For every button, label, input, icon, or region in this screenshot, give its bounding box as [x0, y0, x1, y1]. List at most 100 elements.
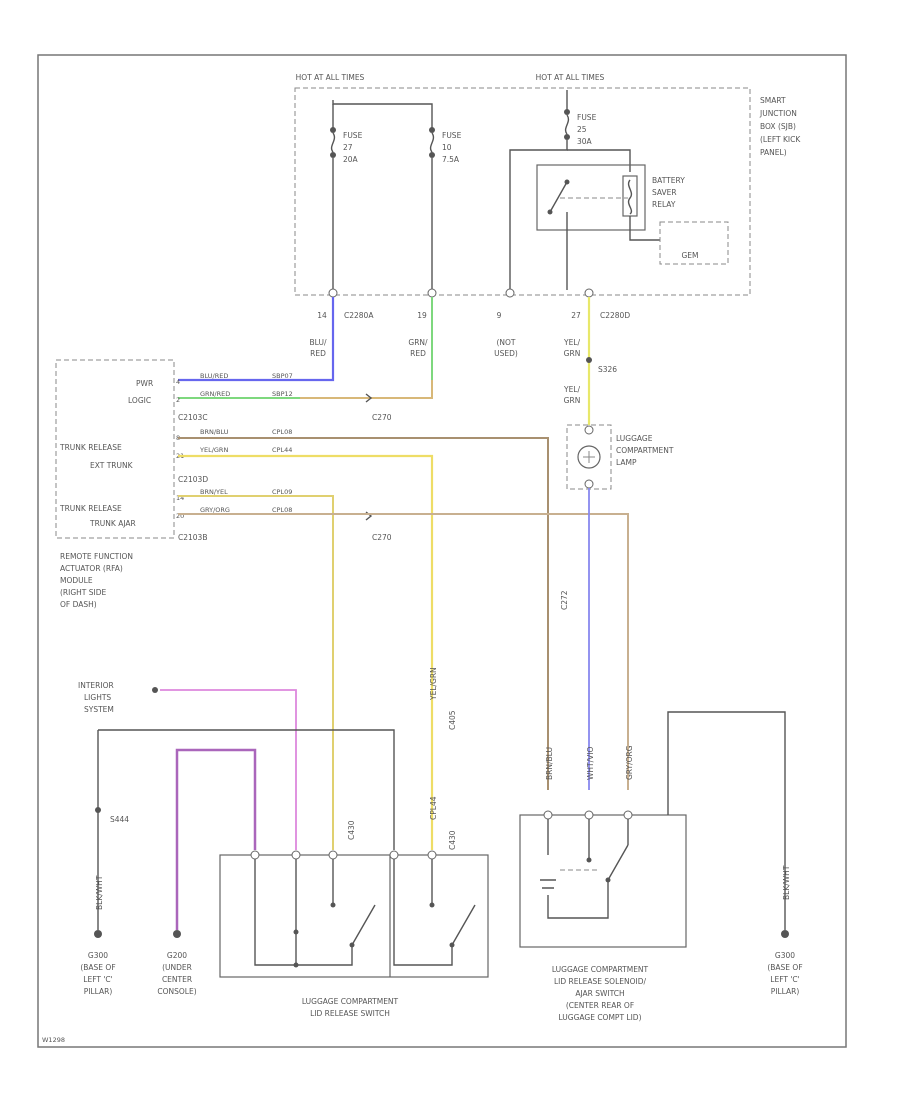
- rfa-module-outline: [55, 359, 175, 539]
- svg-text:14: 14: [176, 494, 184, 502]
- ground-g300-right: G300 (BASE OF LEFT 'C' PILLAR): [767, 930, 803, 996]
- svg-text:SBP07: SBP07: [272, 372, 293, 380]
- splice-s326-dot: [586, 357, 592, 363]
- svg-text:USED): USED): [494, 349, 518, 358]
- svg-text:(NOT: (NOT: [496, 338, 515, 347]
- rfa-pin-rows: 4 BLU/RED SBP07 2 GRN/RED SBP12 8 BRN/BL…: [176, 372, 293, 520]
- svg-text:30A: 30A: [577, 137, 593, 146]
- svg-text:C2103B: C2103B: [178, 533, 207, 542]
- wire-grn-red: [178, 297, 433, 399]
- svg-text:LUGGAGE COMPARTMENT: LUGGAGE COMPARTMENT: [552, 965, 649, 974]
- ground-wire-label-left: BLK/WHT: [95, 875, 104, 910]
- gem-module: GEM: [659, 221, 729, 265]
- svg-text:G300: G300: [88, 951, 108, 960]
- vertical-wire-label-3: BRN/BLU: [545, 747, 554, 780]
- connector-c270-b: C270: [372, 533, 392, 542]
- svg-text:(RIGHT SIDE: (RIGHT SIDE: [60, 588, 107, 597]
- svg-text:AJAR SWITCH: AJAR SWITCH: [575, 989, 624, 998]
- hot-at-all-times-left: HOT AT ALL TIMES: [296, 73, 365, 82]
- svg-text:10: 10: [442, 143, 452, 152]
- svg-text:LID RELEASE SOLENOID/: LID RELEASE SOLENOID/: [554, 977, 647, 986]
- svg-text:COMPARTMENT: COMPARTMENT: [616, 446, 674, 455]
- svg-text:LID RELEASE SWITCH: LID RELEASE SWITCH: [310, 1009, 390, 1018]
- svg-text:CPL44: CPL44: [272, 446, 292, 454]
- vertical-wire-label-1: YEL/GRN: [429, 667, 438, 701]
- svg-text:PILLAR): PILLAR): [771, 987, 800, 996]
- wire-to-g200: [175, 748, 257, 930]
- connector-c405: C405: [448, 710, 457, 730]
- smart-junction-box-outline: [294, 87, 751, 296]
- svg-text:YEL/: YEL/: [563, 338, 580, 347]
- wire-grn-red-tan-seg: [300, 380, 433, 399]
- svg-text:TRUNK RELEASE: TRUNK RELEASE: [59, 504, 122, 513]
- wire-brn-yel: [178, 495, 334, 850]
- wire-brn-blu: [178, 437, 549, 790]
- splice-s444: S444: [110, 815, 129, 824]
- fuse-25: FUSE 25 30A: [564, 109, 597, 146]
- svg-text:YEL/GRN: YEL/GRN: [199, 446, 228, 454]
- solenoid-label: LUGGAGE COMPARTMENT LID RELEASE SOLENOID…: [552, 965, 649, 1022]
- connector-c270-a: C270: [372, 413, 392, 422]
- svg-text:INTERIOR: INTERIOR: [78, 681, 114, 690]
- svg-text:GRN/RED: GRN/RED: [200, 390, 230, 398]
- battery-saver-relay: BATTERY SAVER RELAY: [536, 164, 685, 231]
- fuse-bus-wire: [332, 100, 433, 130]
- splice-s326: S326: [598, 365, 617, 374]
- svg-text:LOGIC: LOGIC: [128, 396, 151, 405]
- svg-text:G300: G300: [775, 951, 795, 960]
- svg-text:G200: G200: [167, 951, 187, 960]
- luggage-compartment-lamp: LUGGAGE COMPARTMENT LAMP: [566, 424, 674, 490]
- svg-text:(BASE OF: (BASE OF: [80, 963, 115, 972]
- svg-text:FUSE: FUSE: [343, 131, 363, 140]
- svg-text:LEFT 'C': LEFT 'C': [770, 975, 799, 984]
- svg-text:GRN/: GRN/: [408, 338, 428, 347]
- ground-wire-label-right: BLK/WHT: [782, 865, 791, 900]
- svg-text:BRN/YEL: BRN/YEL: [200, 488, 228, 496]
- connector-c2280a: C2280A: [344, 311, 374, 320]
- svg-text:14: 14: [317, 311, 327, 320]
- svg-text:RED: RED: [410, 349, 426, 358]
- sjb-connector-pins: 14 C2280A 19 9 27 C2280D: [317, 288, 630, 320]
- svg-text:RED: RED: [310, 349, 326, 358]
- svg-text:27: 27: [571, 311, 581, 320]
- diagram-frame: [37, 54, 847, 1048]
- svg-text:LEFT 'C': LEFT 'C': [83, 975, 112, 984]
- svg-text:BOX (SJB): BOX (SJB): [760, 122, 796, 131]
- connector-c430-left: C430: [347, 820, 356, 840]
- svg-text:25: 25: [577, 125, 587, 134]
- connector-c430-right: C430: [448, 830, 457, 850]
- ground-g300-left: G300 (BASE OF LEFT 'C' PILLAR): [80, 930, 116, 996]
- svg-text:(BASE OF: (BASE OF: [767, 963, 802, 972]
- svg-text:20A: 20A: [343, 155, 359, 164]
- vertical-wire-label-2: CPL44: [429, 796, 438, 820]
- svg-text:LUGGAGE COMPARTMENT: LUGGAGE COMPARTMENT: [302, 997, 399, 1006]
- svg-text:C2103D: C2103D: [178, 475, 208, 484]
- ground-wire-g300-right: [667, 711, 786, 930]
- svg-text:BLU/RED: BLU/RED: [200, 372, 228, 380]
- wire-blu-red: [178, 297, 335, 382]
- svg-text:OF DASH): OF DASH): [60, 600, 97, 609]
- svg-text:SBP12: SBP12: [272, 390, 293, 398]
- svg-text:4: 4: [176, 378, 180, 386]
- svg-text:BLU/: BLU/: [310, 338, 327, 347]
- vertical-wire-label-5: GRY/ORG: [625, 745, 634, 780]
- wire-to-interior-lights: [160, 689, 297, 850]
- svg-text:PANEL): PANEL): [760, 148, 787, 157]
- splice-s444-dot: [95, 807, 101, 813]
- ground-bus-left: [98, 729, 395, 850]
- svg-text:9: 9: [497, 311, 502, 320]
- svg-text:PILLAR): PILLAR): [84, 987, 113, 996]
- fuse-10: FUSE 10 7.5A: [429, 127, 462, 164]
- svg-text:GRY/ORG: GRY/ORG: [200, 506, 230, 514]
- svg-text:SYSTEM: SYSTEM: [84, 705, 114, 714]
- svg-text:SMART: SMART: [760, 96, 786, 105]
- svg-text:GEM: GEM: [681, 251, 698, 260]
- lid-release-solenoid: [519, 810, 687, 948]
- figure-id: W1298: [42, 1036, 65, 1044]
- svg-text:CPL08: CPL08: [272, 428, 292, 436]
- svg-text:PWR: PWR: [136, 379, 153, 388]
- svg-text:RELAY: RELAY: [652, 200, 676, 209]
- svg-text:SAVER: SAVER: [652, 188, 677, 197]
- svg-text:FUSE: FUSE: [442, 131, 462, 140]
